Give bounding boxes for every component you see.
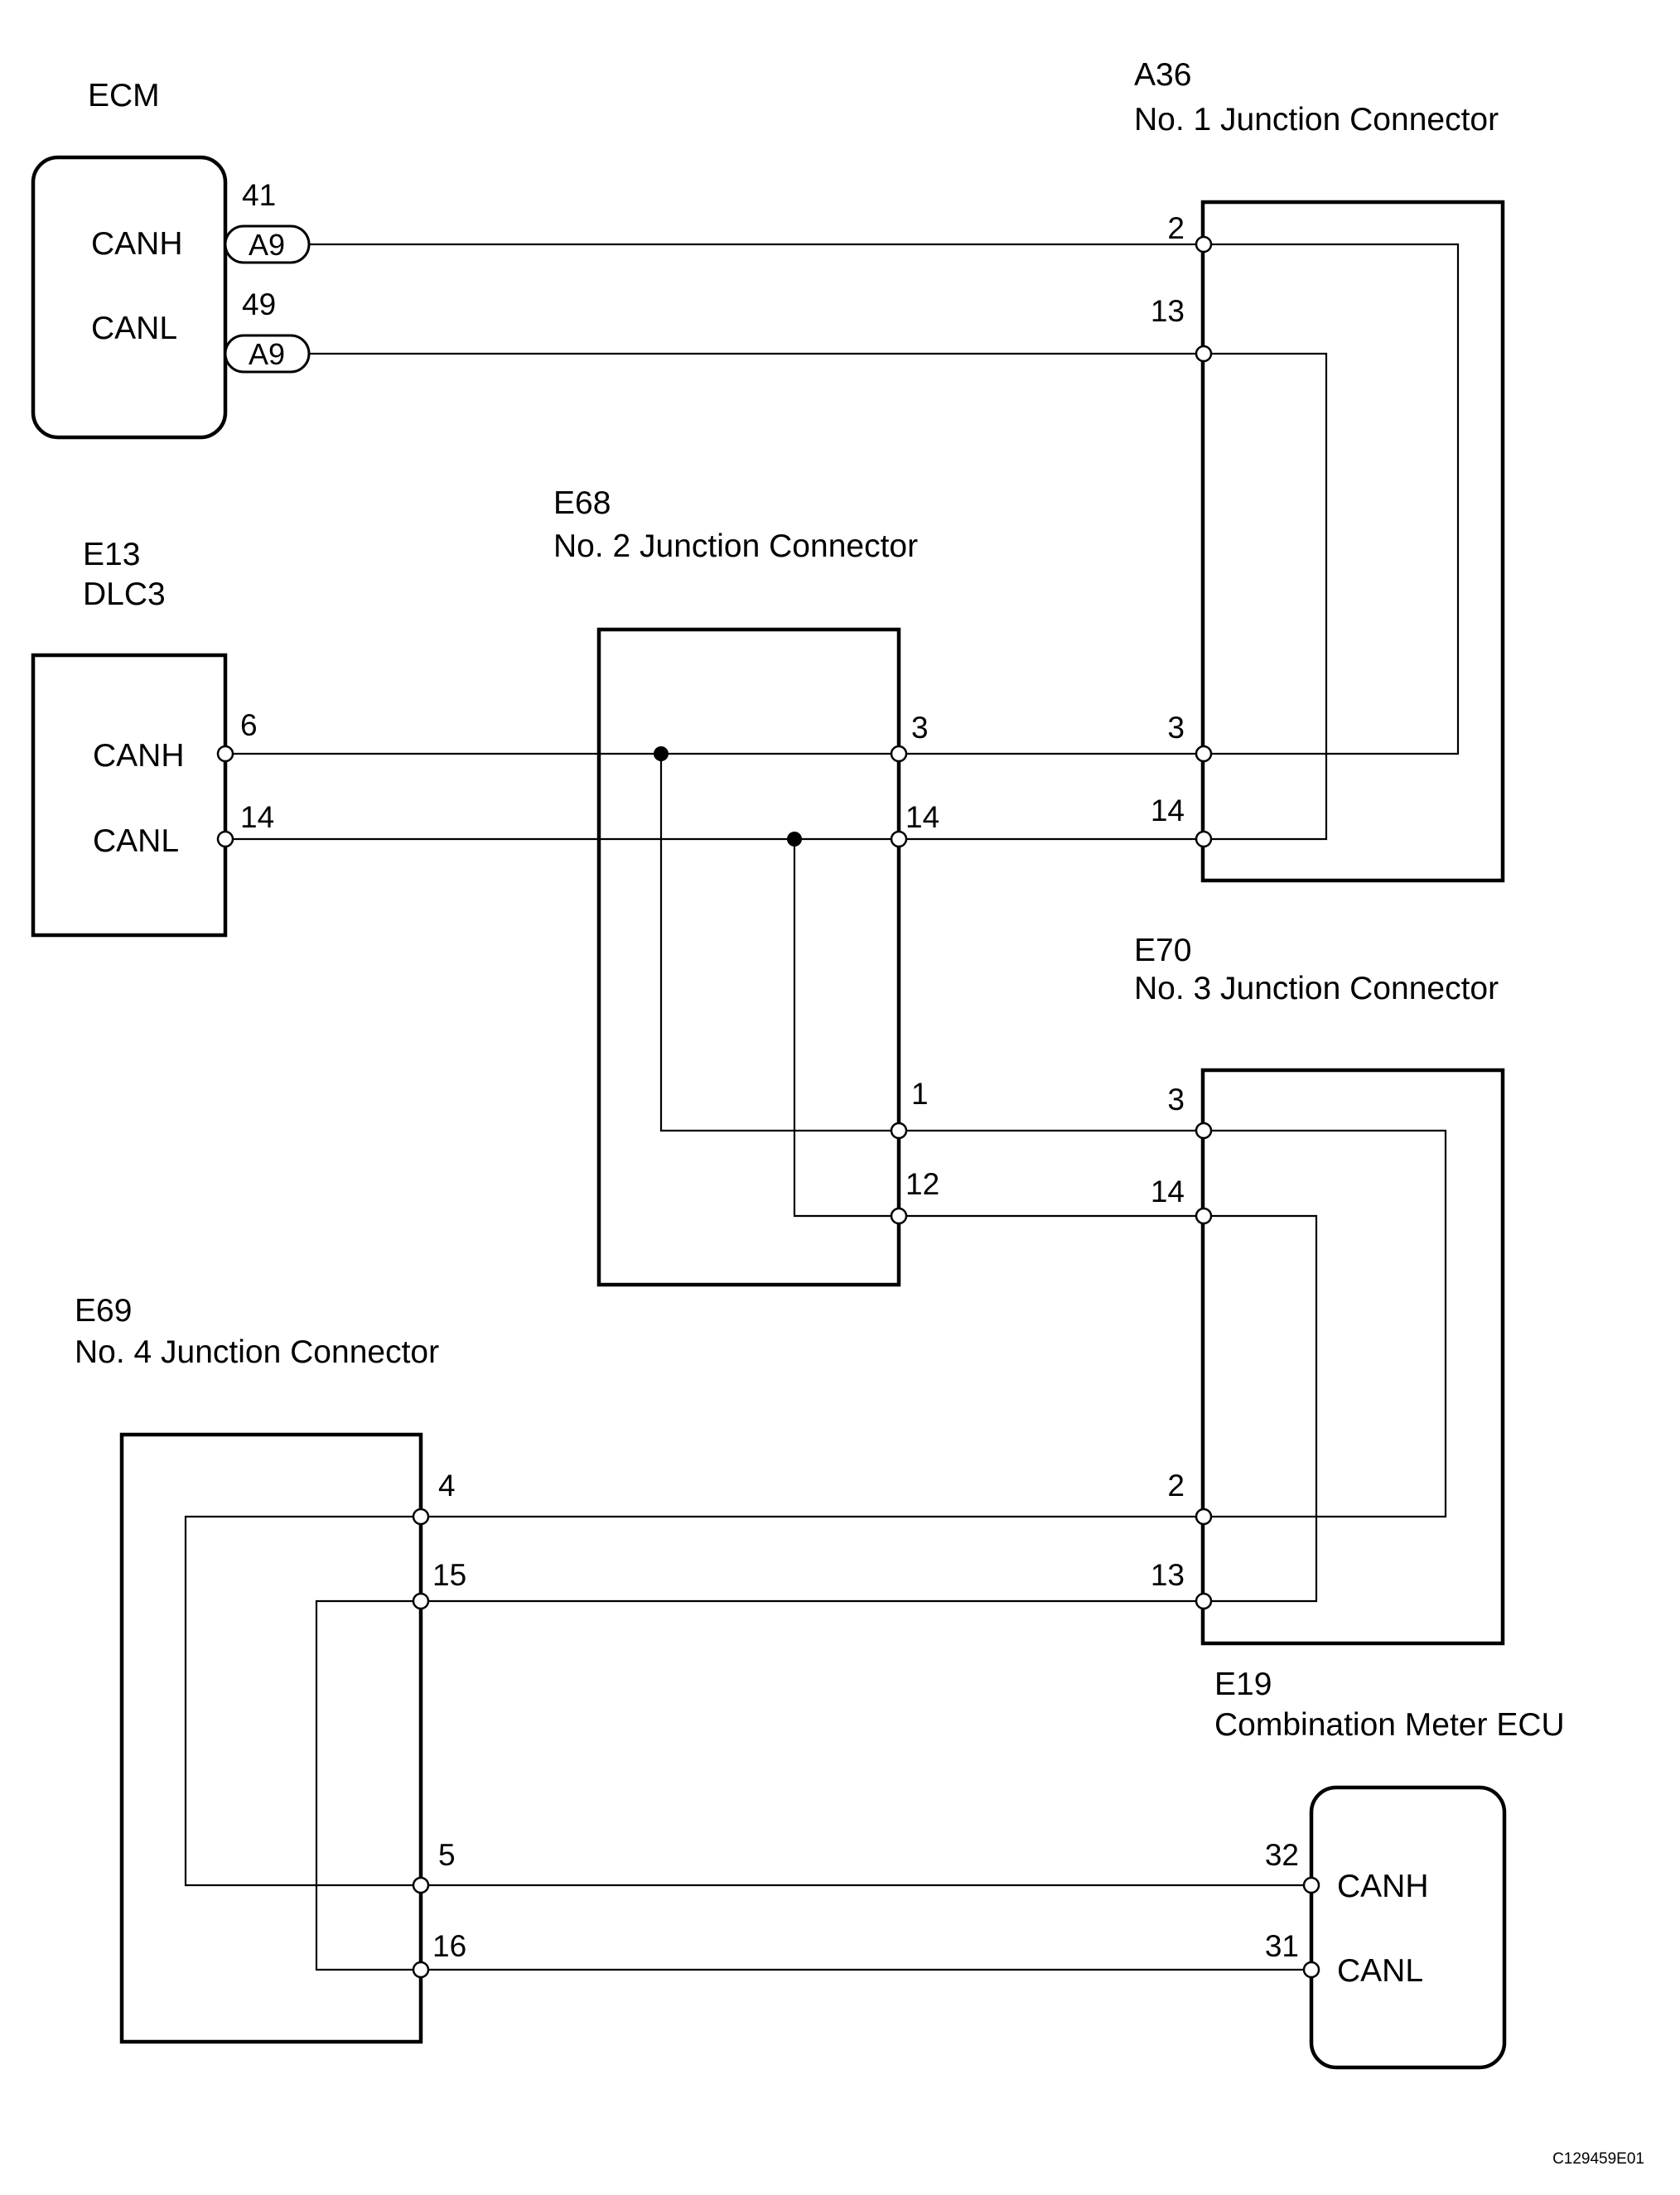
terminal-jc1-13 — [1195, 345, 1213, 363]
jc3-pin-2: 2 — [1167, 1469, 1185, 1503]
jc2-pin-12: 12 — [905, 1167, 939, 1201]
dlc3-canl-label: CANL — [93, 823, 179, 859]
jc3-pin-13: 13 — [1151, 1558, 1185, 1592]
ecm-pin-canh: 41 — [242, 178, 276, 212]
ecm-connector-code-canl: A9 — [249, 337, 285, 371]
terminal-meter-canl — [1302, 1961, 1320, 1979]
jc1-pin-14: 14 — [1151, 794, 1185, 827]
dlc3-box — [31, 653, 228, 938]
meter-pin-canl: 31 — [1265, 1929, 1299, 1963]
junction-connector-3-box — [1200, 1068, 1505, 1646]
jc3-internal-canl — [1204, 1214, 1318, 1603]
jc1-internal-canl — [1204, 352, 1328, 841]
terminal-jc2-14 — [890, 830, 908, 848]
jc1-pin-2: 2 — [1167, 211, 1185, 245]
combination-meter-box — [1309, 1785, 1507, 2070]
terminal-jc4-5 — [412, 1876, 430, 1894]
jc4-internal-canh — [184, 1515, 421, 1887]
jc1-internal-canh — [1204, 243, 1460, 755]
ecm-connector-tag-canl — [224, 334, 311, 374]
terminal-jc4-15 — [412, 1592, 430, 1610]
splice-canh — [654, 746, 669, 761]
jc3-title: No. 3 Junction Connector — [1134, 971, 1499, 1006]
jc4-pin-4: 4 — [438, 1469, 456, 1503]
jc2-pin-1: 1 — [911, 1077, 929, 1111]
terminal-jc2-1 — [890, 1122, 908, 1140]
terminal-jc2-12 — [890, 1207, 908, 1225]
figure-code: C129459E01 — [1552, 2150, 1644, 2168]
ecm-canh-label: CANH — [91, 226, 183, 262]
jc3-code: E70 — [1134, 933, 1191, 968]
terminal-jc3-3 — [1195, 1122, 1213, 1140]
terminal-jc3-14 — [1195, 1207, 1213, 1225]
jc3-internal-canh — [1204, 1129, 1447, 1518]
ecm-pin-canl: 49 — [242, 287, 276, 321]
terminal-meter-canh — [1302, 1876, 1320, 1894]
junction-connector-2-box — [596, 627, 901, 1287]
meter-code: E19 — [1214, 1667, 1272, 1702]
dlc3-code: E13 — [83, 537, 140, 572]
terminal-jc4-4 — [412, 1508, 430, 1526]
jc2-internal-canl — [793, 839, 899, 1218]
jc1-pin-13: 13 — [1151, 294, 1185, 328]
terminal-jc3-13 — [1195, 1592, 1213, 1610]
splice-canl — [787, 832, 802, 847]
jc4-pin-15: 15 — [432, 1558, 466, 1592]
ecm-connector-code-canh: A9 — [249, 228, 285, 262]
ecm-box — [31, 155, 228, 440]
jc1-pin-3: 3 — [1167, 711, 1185, 745]
terminal-jc1-2 — [1195, 235, 1213, 253]
meter-title: Combination Meter ECU — [1214, 1707, 1565, 1743]
junction-connector-1-box — [1200, 200, 1505, 883]
meter-pin-canh: 32 — [1265, 1838, 1299, 1872]
terminal-dlc3-canl — [216, 830, 234, 848]
ecm-canl-label: CANL — [91, 311, 177, 346]
terminal-jc1-3 — [1195, 745, 1213, 763]
jc4-pin-5: 5 — [438, 1838, 456, 1872]
ecm-connector-tag-canh — [224, 224, 311, 264]
junction-connector-4-box — [119, 1432, 423, 2044]
terminal-dlc3-canh — [216, 745, 234, 763]
jc4-code: E69 — [75, 1293, 132, 1329]
jc1-code: A36 — [1134, 57, 1191, 93]
jc3-pin-14: 14 — [1151, 1175, 1185, 1208]
meter-canh-label: CANH — [1337, 1869, 1429, 1904]
terminal-jc3-2 — [1195, 1508, 1213, 1526]
jc2-pin-3: 3 — [911, 711, 929, 745]
ecm-title: ECM — [88, 78, 160, 113]
jc2-pin-14: 14 — [905, 800, 939, 834]
terminal-jc1-14 — [1195, 830, 1213, 848]
jc4-internal-canl — [315, 1599, 421, 1971]
dlc3-title: DLC3 — [83, 576, 166, 612]
dlc3-pin-canh: 6 — [240, 708, 258, 742]
terminal-jc4-16 — [412, 1961, 430, 1979]
jc2-title: No. 2 Junction Connector — [553, 528, 918, 564]
jc2-code: E68 — [553, 485, 611, 521]
dlc3-canh-label: CANH — [93, 738, 185, 774]
meter-canl-label: CANL — [1337, 1953, 1423, 1989]
jc1-title: No. 1 Junction Connector — [1134, 102, 1499, 137]
jc2-internal-canh — [659, 754, 899, 1132]
jc3-pin-3: 3 — [1167, 1083, 1185, 1117]
terminal-jc2-3 — [890, 745, 908, 763]
jc4-title: No. 4 Junction Connector — [75, 1334, 439, 1370]
jc4-pin-16: 16 — [432, 1929, 466, 1963]
dlc3-pin-canl: 14 — [240, 800, 274, 834]
